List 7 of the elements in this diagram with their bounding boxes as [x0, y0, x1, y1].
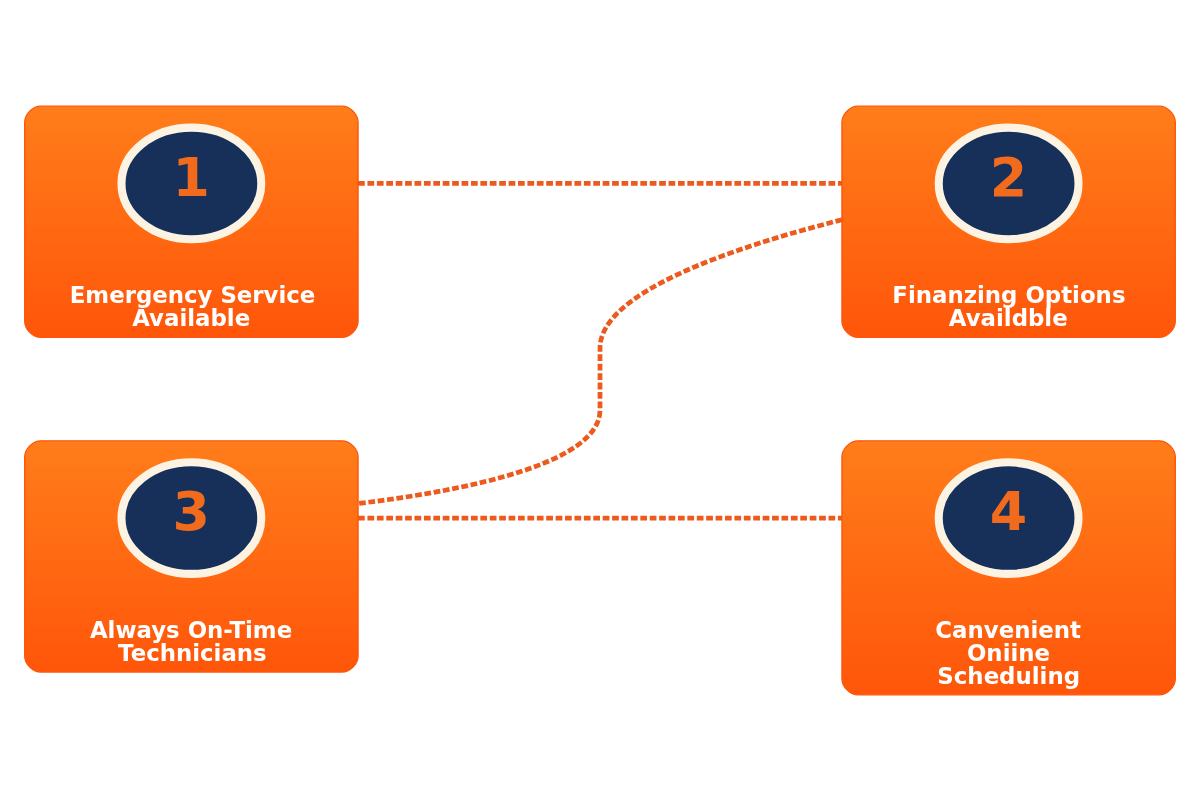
node-ellipse: 2	[934, 123, 1083, 243]
connector	[358, 180, 842, 186]
node-ellipse: 1	[117, 123, 266, 243]
connector	[358, 515, 842, 520]
node-ellipse: 4	[934, 457, 1083, 578]
node-ellipse: 3	[117, 457, 266, 578]
connector	[357, 216, 843, 506]
